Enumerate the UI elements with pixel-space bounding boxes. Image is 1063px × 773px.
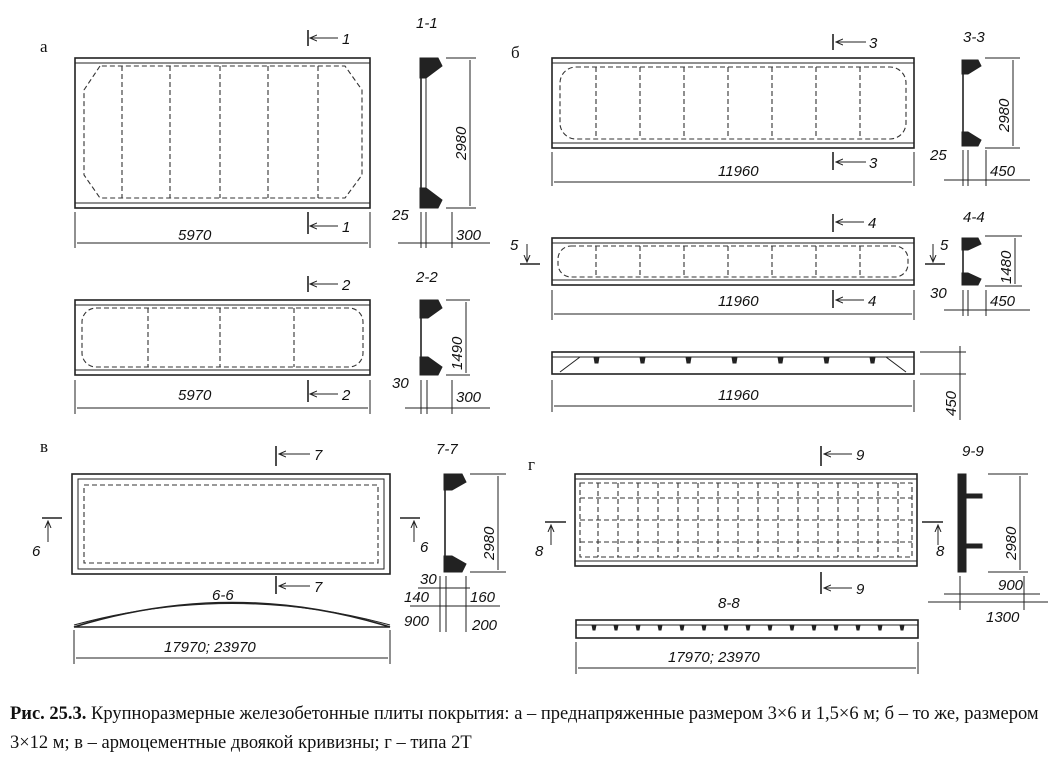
dim-height-7-7: 2980	[481, 526, 498, 561]
panel-letter-b: б	[511, 43, 520, 62]
dim-height-9-9: 2980	[1003, 526, 1020, 561]
section-title-8-8: 8-8	[718, 595, 740, 612]
dim-length-a2: 5970	[178, 387, 212, 404]
section-title-9-9: 9-9	[962, 443, 984, 460]
plan-b1: 3 3 11960	[551, 34, 915, 186]
section-4-4: 4-4 1480 30 450	[930, 209, 1030, 316]
dim-7-7-160: 160	[470, 589, 496, 606]
panel-a: а 1 1 5970 1-1	[40, 15, 490, 414]
cut-label-2-bottom: 2	[341, 387, 351, 404]
section-3-3: 3-3 2980 25 450	[929, 29, 1030, 186]
panel-letter-a: а	[40, 37, 48, 56]
dim-9-9-1300: 1300	[986, 609, 1020, 626]
cut-label-4-bottom: 4	[868, 293, 876, 310]
dim-width-3-3: 450	[990, 163, 1016, 180]
dim-length-a1: 5970	[178, 227, 212, 244]
side-label-5-right: 5	[940, 237, 949, 254]
elevation-b: 450 11960	[551, 346, 966, 420]
caption-lead: Рис. 25.3.	[10, 704, 87, 724]
cut-label-2-top: 2	[341, 277, 351, 294]
dim-length-b1: 11960	[718, 163, 759, 180]
dim-height-2-2: 1490	[449, 336, 466, 370]
dim-7-7-140: 140	[404, 589, 430, 606]
section-title-1-1: 1-1	[416, 15, 438, 32]
plan-a2: 2 2 5970	[74, 276, 371, 414]
panel-letter-g: г	[528, 455, 535, 474]
dim-9-9-900: 900	[998, 577, 1024, 594]
section-title-2-2: 2-2	[415, 269, 438, 286]
dim-wall-3-3: 25	[929, 147, 947, 164]
dim-wall-1-1: 25	[391, 207, 409, 224]
dim-wall-4-4: 30	[930, 285, 947, 302]
cut-label-1-top: 1	[342, 31, 350, 48]
panel-g: г 9 9 8 8 9-9	[528, 443, 1048, 674]
dim-length-8-8: 17970; 23970	[668, 649, 760, 666]
cut-label-7-top: 7	[314, 447, 323, 464]
caption-text: Крупноразмерные железобетонные плиты пок…	[10, 704, 1039, 753]
section-2-2: 2-2 1490 30 300	[392, 269, 490, 414]
dim-width-4-4: 450	[990, 293, 1016, 310]
dim-width-1-1: 300	[456, 227, 482, 244]
plan-v: 7 7 6 6	[32, 446, 429, 596]
side-label-6-right: 6	[420, 539, 429, 556]
dim-length-6-6: 17970; 23970	[164, 639, 256, 656]
side-label-5-left: 5	[510, 237, 519, 254]
dim-height-elev-b: 450	[943, 390, 960, 416]
cut-label-3-bottom: 3	[869, 155, 878, 172]
section-1-1: 1-1 2980 25 300	[391, 15, 490, 248]
plan-g: 9 9 8 8	[535, 446, 945, 598]
dim-height-1-1: 2980	[453, 126, 470, 161]
dim-7-7-200: 200	[471, 617, 498, 634]
cut-label-4-top: 4	[868, 215, 876, 232]
side-label-6-left: 6	[32, 543, 41, 560]
section-title-7-7: 7-7	[436, 441, 458, 458]
dim-height-4-4: 1480	[998, 250, 1015, 284]
dim-width-2-2: 300	[456, 389, 482, 406]
section-9-9: 9-9 2980 900 1300	[928, 443, 1048, 626]
dim-height-3-3: 2980	[996, 98, 1013, 133]
section-title-3-3: 3-3	[963, 29, 985, 46]
figure-caption: Рис. 25.3. Крупноразмерные железобетонны…	[10, 700, 1058, 758]
section-title-6-6: 6-6	[212, 587, 234, 604]
elevation-6-6: 6-6 17970; 23970	[73, 587, 391, 664]
dim-length-elev-b: 11960	[718, 387, 759, 404]
side-label-8-left: 8	[535, 543, 544, 560]
panel-v: в 7 7 6 6 7-7 2980	[32, 437, 506, 664]
section-7-7: 7-7 2980 30 140 900 160 200	[404, 441, 506, 634]
dim-length-b2: 11960	[718, 293, 759, 310]
elevation-8-8: 8-8 17970; 23970	[575, 595, 919, 674]
dim-wall-2-2: 30	[392, 375, 409, 392]
drawing-sheet: а 1 1 5970 1-1	[32, 15, 1048, 674]
plan-b2: 4 4 5 5 11960	[510, 214, 949, 320]
panel-letter-v: в	[40, 437, 48, 456]
cut-label-9-bottom: 9	[856, 581, 865, 598]
plan-a1: 1 1 5970	[74, 30, 371, 248]
section-title-4-4: 4-4	[963, 209, 985, 226]
cut-label-1-bottom: 1	[342, 219, 350, 236]
cut-label-7-bottom: 7	[314, 579, 323, 596]
cut-label-3-top: 3	[869, 35, 878, 52]
dim-7-7-30: 30	[420, 571, 437, 588]
dim-7-7-900: 900	[404, 613, 430, 630]
cut-label-9-top: 9	[856, 447, 865, 464]
side-label-8-right: 8	[936, 543, 945, 560]
panel-b: б 3 3 11960 3-3 2	[510, 29, 1030, 420]
